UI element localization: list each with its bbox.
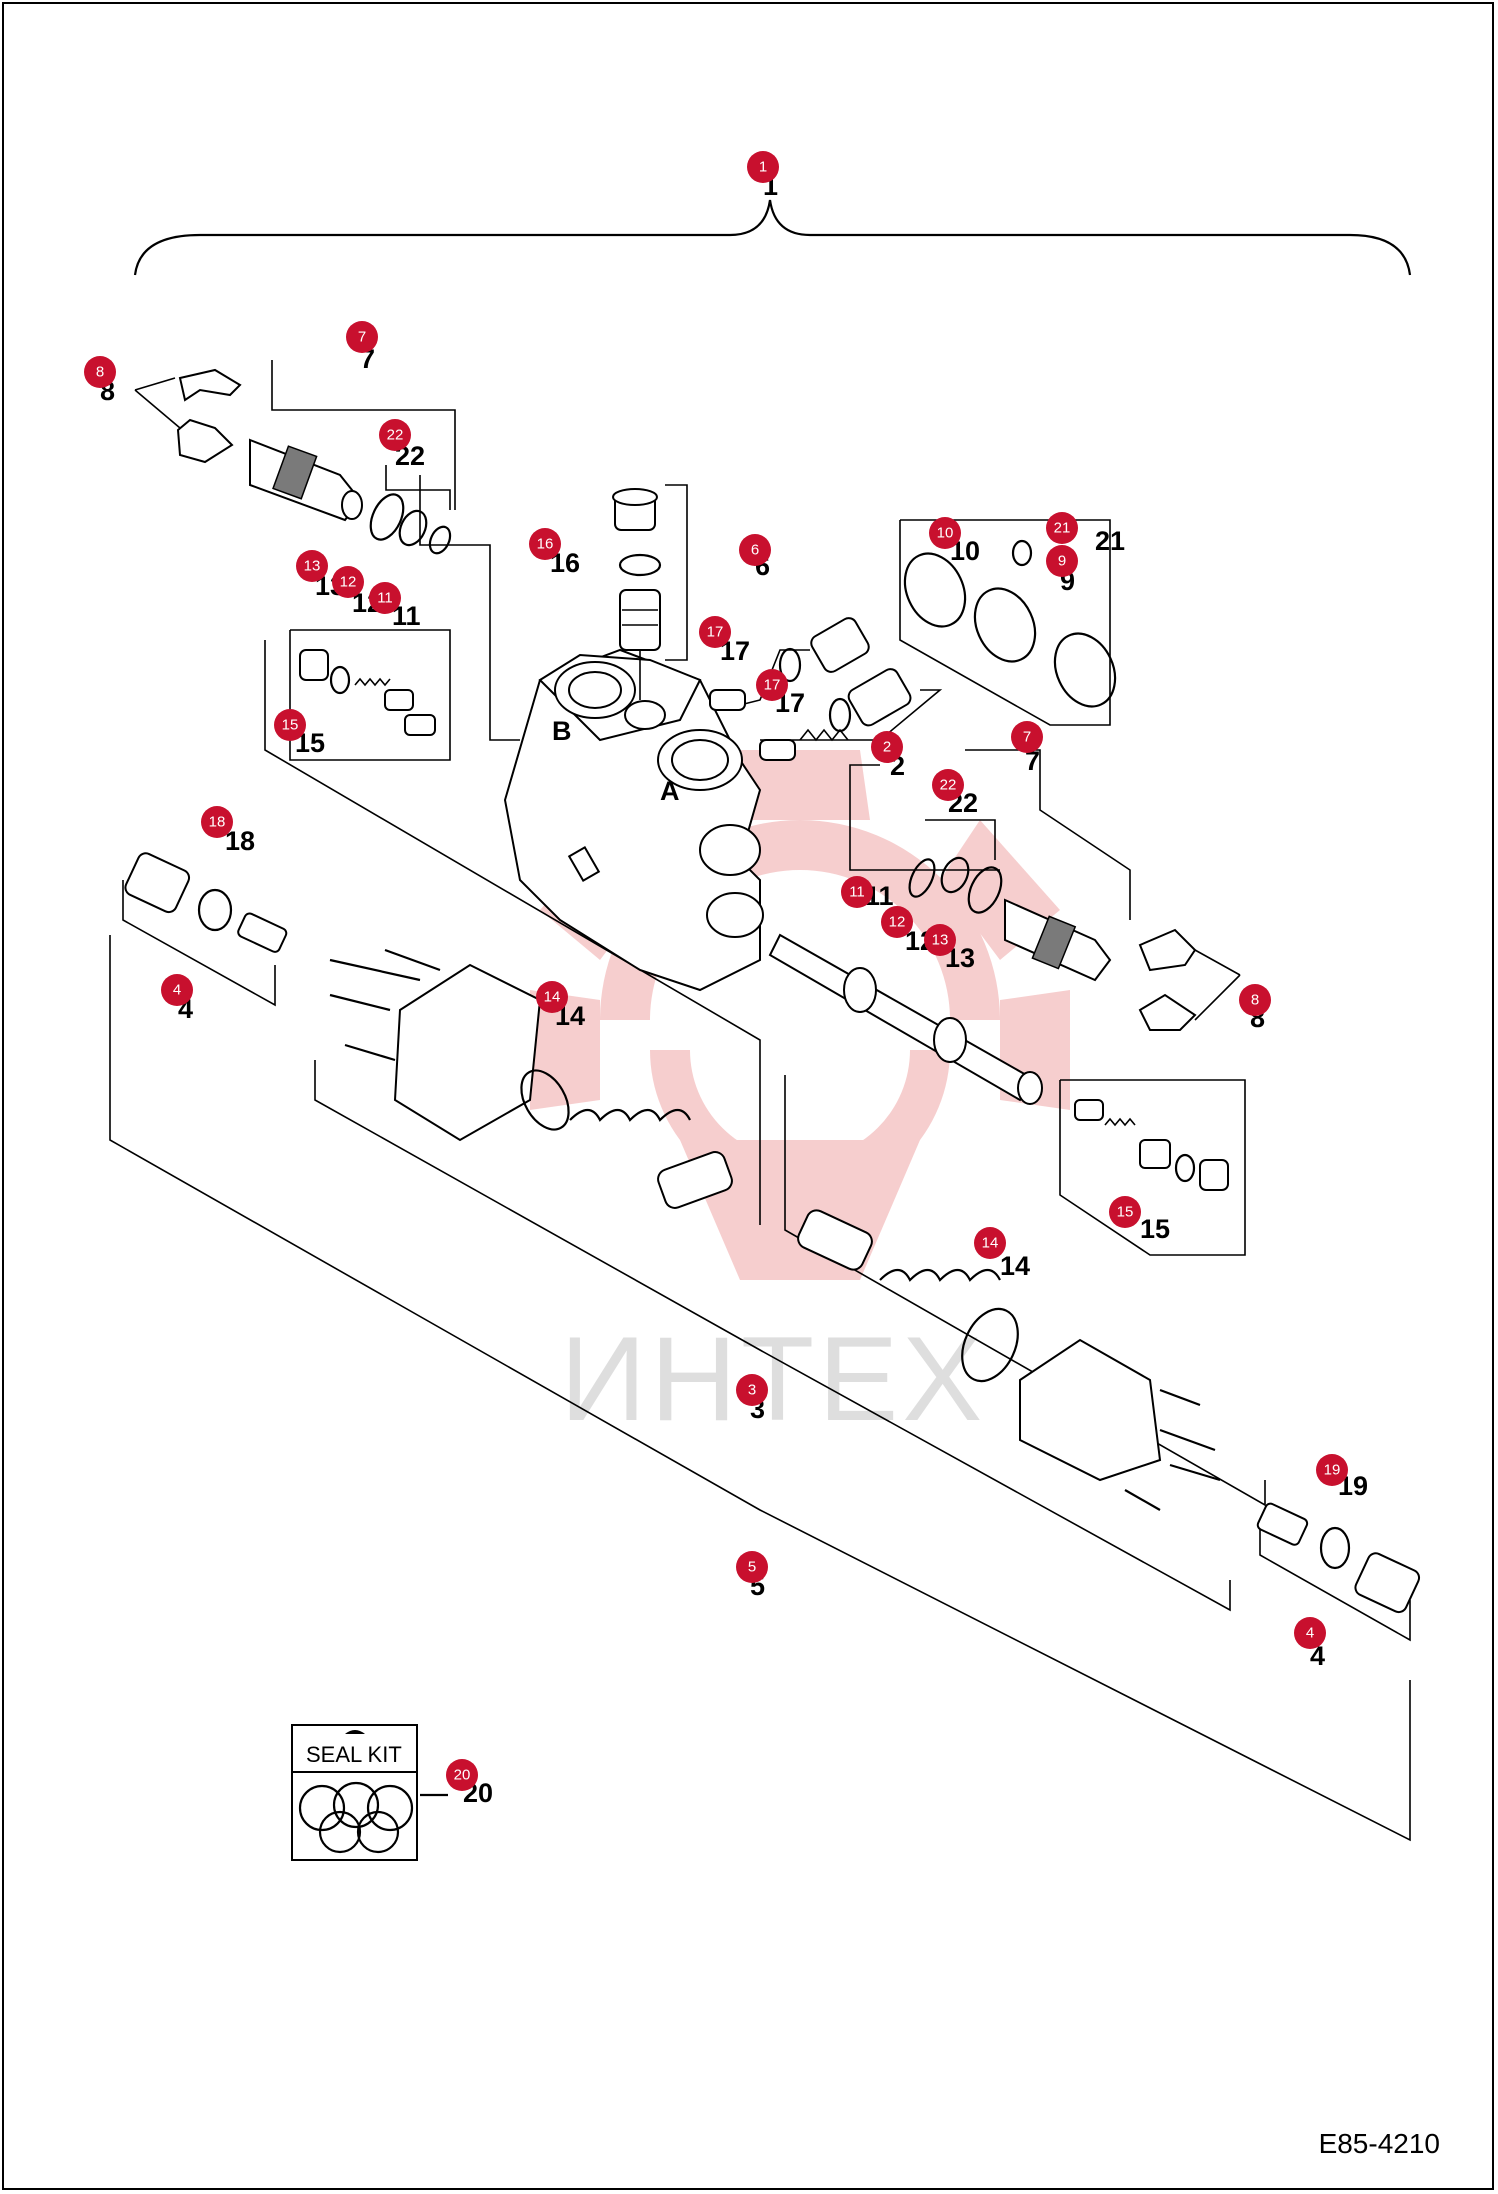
svg-text:16: 16 xyxy=(537,536,554,553)
svg-text:14: 14 xyxy=(982,1235,999,1252)
callout-3[interactable]: 3 xyxy=(736,1374,768,1406)
check-valve-parts xyxy=(709,617,912,761)
relief-valve-lower xyxy=(908,856,1112,982)
svg-text:3: 3 xyxy=(748,1382,756,1399)
clamp-lower xyxy=(1138,928,1197,1031)
part-label-7b: 7 xyxy=(1025,746,1040,776)
svg-text:8: 8 xyxy=(96,364,104,381)
leader-lines xyxy=(109,360,1411,1842)
callout-8[interactable]: 8 xyxy=(84,356,116,388)
valve-body: B A xyxy=(503,648,764,992)
callout-11b[interactable]: 11 xyxy=(841,876,873,908)
callout-1[interactable]: 1 xyxy=(747,151,779,183)
callout-15[interactable]: 15 xyxy=(274,709,306,741)
svg-text:17: 17 xyxy=(764,677,781,694)
plug-assembly xyxy=(612,488,662,700)
callout-13[interactable]: 13 xyxy=(296,550,328,582)
svg-text:18: 18 xyxy=(209,814,226,831)
seal-kit-label: SEAL KIT xyxy=(306,1742,402,1767)
callout-11[interactable]: 11 xyxy=(369,582,401,614)
callout-17b[interactable]: 17 xyxy=(756,669,788,701)
load-check-lower xyxy=(1074,1099,1229,1191)
watermark-text: ИНТЕХ xyxy=(560,1312,986,1446)
assembly-brace xyxy=(133,199,1412,276)
callout-2[interactable]: 2 xyxy=(871,731,903,763)
svg-text:4: 4 xyxy=(1306,1625,1314,1642)
orings-upper xyxy=(369,493,452,555)
callout-21[interactable]: 21 xyxy=(1046,512,1078,544)
right-cap-assembly xyxy=(797,1209,1221,1511)
svg-text:7: 7 xyxy=(1023,729,1031,746)
callout-7[interactable]: 7 xyxy=(346,321,378,353)
callout-13b[interactable]: 13 xyxy=(924,924,956,956)
callout-14b[interactable]: 14 xyxy=(974,1227,1006,1259)
svg-text:12: 12 xyxy=(340,574,357,591)
svg-text:4: 4 xyxy=(173,982,181,999)
load-check-upper xyxy=(299,649,436,736)
callout-22[interactable]: 22 xyxy=(379,419,411,451)
callout-16[interactable]: 16 xyxy=(529,528,561,560)
port-a-label: A xyxy=(660,776,680,806)
svg-text:22: 22 xyxy=(387,427,404,444)
callout-7b[interactable]: 7 xyxy=(1011,721,1043,753)
callout-17[interactable]: 17 xyxy=(699,616,731,648)
part-label-15b: 15 xyxy=(1140,1214,1170,1244)
svg-text:11: 11 xyxy=(849,884,865,901)
rings-9-21 xyxy=(903,539,1117,708)
drawing-code: E85-4210 xyxy=(1318,2128,1440,2159)
svg-text:5: 5 xyxy=(748,1559,756,1576)
clamp-upper xyxy=(176,368,242,464)
callout-15b[interactable]: 15 xyxy=(1109,1196,1141,1228)
svg-text:13: 13 xyxy=(304,558,321,575)
svg-text:22: 22 xyxy=(940,777,957,794)
svg-text:1: 1 xyxy=(759,159,767,176)
callout-18[interactable]: 18 xyxy=(201,806,233,838)
svg-text:7: 7 xyxy=(358,329,366,346)
svg-text:15: 15 xyxy=(282,717,299,734)
callout-9[interactable]: 9 xyxy=(1046,545,1078,577)
callout-6[interactable]: 6 xyxy=(739,534,771,566)
relief-valve-upper xyxy=(249,438,363,522)
svg-text:17: 17 xyxy=(707,624,724,641)
svg-text:20: 20 xyxy=(454,1767,471,1784)
callout-4b[interactable]: 4 xyxy=(1294,1617,1326,1649)
spool xyxy=(768,933,1043,1105)
svg-text:6: 6 xyxy=(751,542,759,559)
right-end-cap xyxy=(1256,1502,1421,1614)
callout-22b[interactable]: 22 xyxy=(932,769,964,801)
callout-5[interactable]: 5 xyxy=(736,1551,768,1583)
part-number-labels: 1 7 8 22 16 6 13 12 11 21 10 9 17 17 15 … xyxy=(100,171,1368,1808)
callout-20[interactable]: 20 xyxy=(446,1759,478,1791)
svg-text:19: 19 xyxy=(1324,1462,1341,1479)
svg-text:14: 14 xyxy=(544,989,561,1006)
callout-12[interactable]: 12 xyxy=(332,566,364,598)
callout-12b[interactable]: 12 xyxy=(881,906,913,938)
seal-kit: SEAL KIT xyxy=(291,1724,448,1861)
svg-text:21: 21 xyxy=(1054,520,1071,537)
callout-14[interactable]: 14 xyxy=(536,981,568,1013)
part-label-14b: 14 xyxy=(1000,1251,1030,1281)
callout-10[interactable]: 10 xyxy=(929,517,961,549)
svg-text:9: 9 xyxy=(1058,553,1066,570)
svg-text:11: 11 xyxy=(377,590,393,607)
callout-19[interactable]: 19 xyxy=(1316,1454,1348,1486)
svg-text:8: 8 xyxy=(1251,992,1259,1009)
callout-4[interactable]: 4 xyxy=(161,974,193,1006)
svg-text:2: 2 xyxy=(883,739,891,756)
left-cap-assembly xyxy=(124,852,733,1209)
part-label-21: 21 xyxy=(1095,526,1125,556)
svg-text:10: 10 xyxy=(937,525,954,542)
port-b-label: B xyxy=(552,716,572,746)
svg-text:15: 15 xyxy=(1117,1204,1134,1221)
callout-bubbles: 1 7 8 22 16 6 13 12 11 10 21 9 17 17 15 … xyxy=(84,151,1348,1791)
svg-text:12: 12 xyxy=(889,914,906,931)
callout-8b[interactable]: 8 xyxy=(1239,984,1271,1016)
svg-text:13: 13 xyxy=(932,932,949,949)
